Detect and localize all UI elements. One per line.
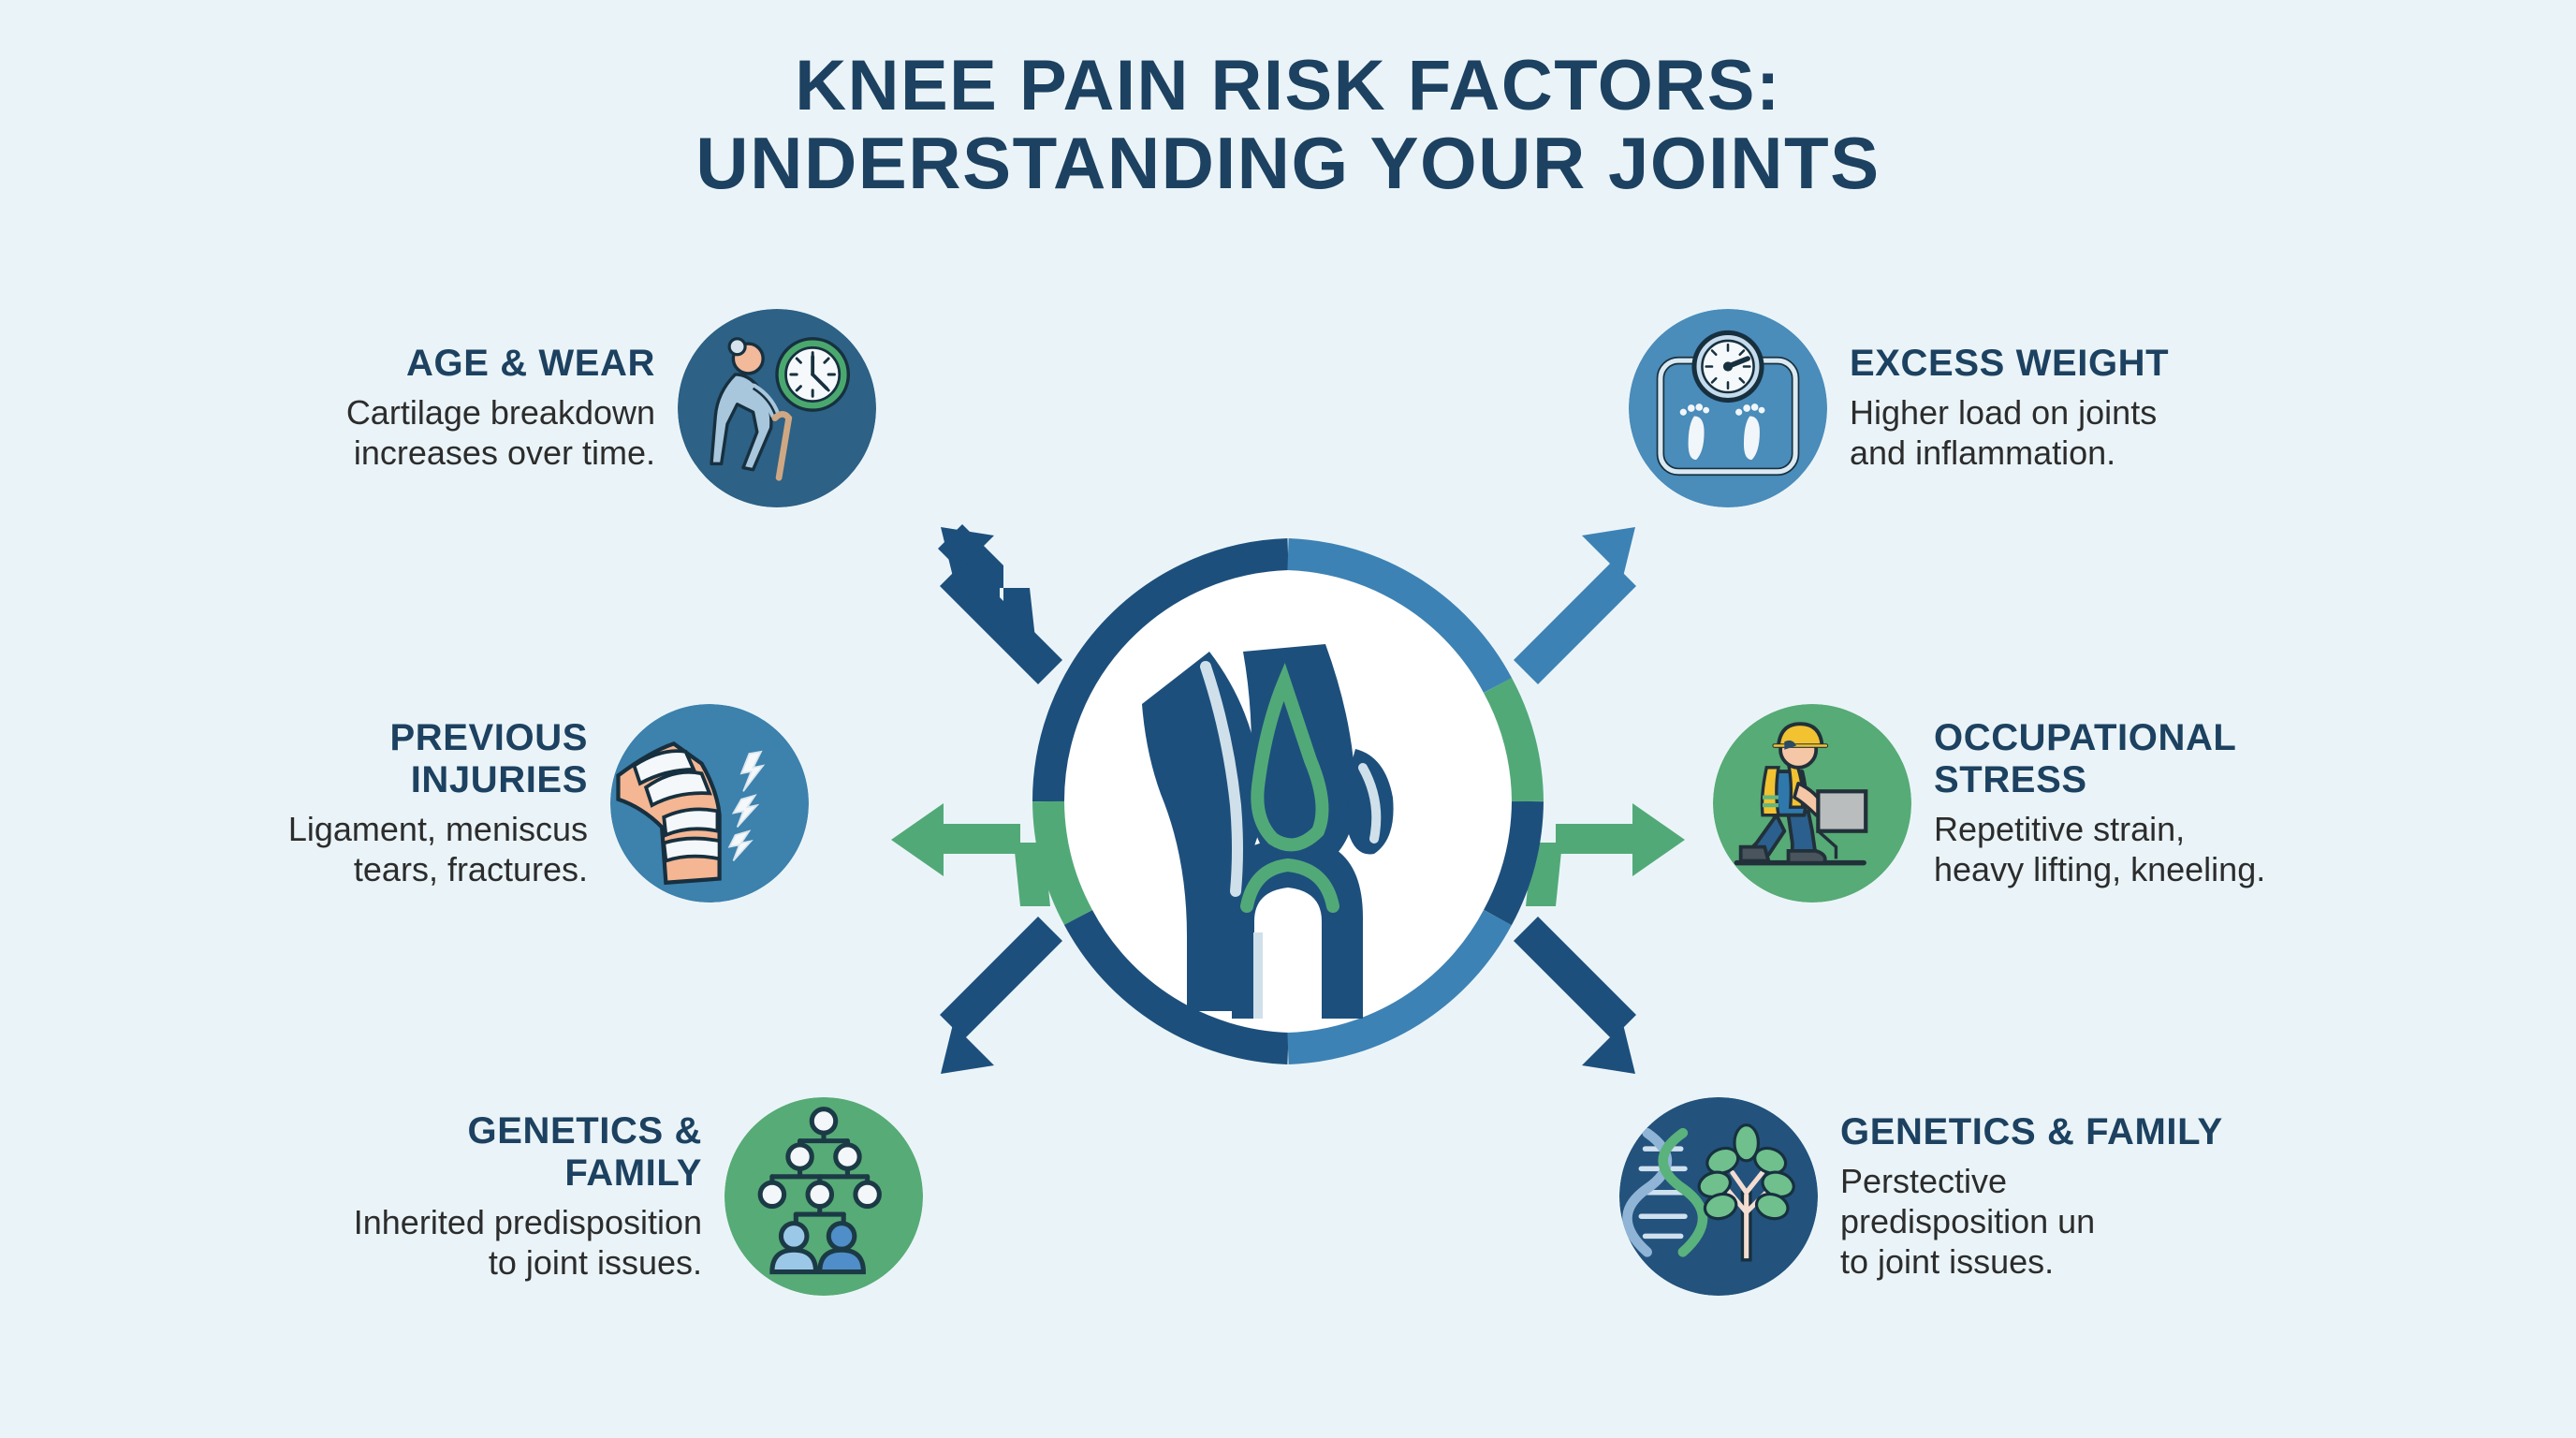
bone-highlight-patella [1358,763,1382,844]
hub-ring [1032,538,1544,1064]
tree-nodes [757,1107,882,1210]
factor-text-genetics-family-left: Genetics & Family Inherited predispositi… [262,1110,724,1283]
dna-strand-green [1658,1127,1708,1257]
bone-highlight-femur [1200,661,1243,897]
factor-text-genetics-family-right: Genetics & Family Perstective predisposi… [1818,1111,2280,1282]
factor-description: Inherited predisposition to joint issues… [353,1202,702,1282]
factor-text-age-wear: Age & Wear Cartilage breakdown increases… [215,343,678,473]
factor-description: Higher load on joints and inflammation. [1850,393,2158,473]
title-line-1: Knee Pain Risk Factors: [795,46,1781,125]
factor-heading: Genetics & Family [1840,1110,2223,1152]
factor-heading: Genetics & Family [467,1110,702,1194]
factor-occupational-stress[interactable]: Occupational Stress Repetitive strain, h… [1713,704,2374,902]
family-tree-icon [724,1097,923,1296]
factor-description: Repetitive strain, heavy lifting, kneeli… [1934,809,2266,888]
factor-heading: Previous Injuries [389,717,588,800]
factor-text-previous-injuries: Previous Injuries Ligament, meniscus tea… [148,717,610,889]
factor-heading: Age & Wear [406,343,655,385]
cartilage-femoral [1251,663,1329,852]
factor-previous-injuries[interactable]: Previous Injuries Ligament, meniscus tea… [148,704,809,902]
factor-genetics-family-left[interactable]: Genetics & Family Inherited predispositi… [262,1097,923,1296]
patella [1347,749,1394,855]
factor-description: Perstective predisposition un to joint i… [1840,1161,2096,1281]
tree-leaves [1697,1123,1795,1221]
factor-text-occupational-stress: Occupational Stress Repetitive strain, h… [1911,717,2374,889]
factor-genetics-family-right[interactable]: Genetics & Family Perstective predisposi… [1619,1097,2280,1296]
person-silhouettes [769,1221,866,1275]
knee-joint-hub [1007,521,1569,1082]
footprints [1679,404,1765,461]
factor-text-excess-weight: Excess Weight Higher load on joints and … [1827,343,2290,473]
factor-description: Ligament, meniscus tears, fractures. [287,809,588,888]
title-line-2: Understanding Your Joints [695,121,1881,204]
elderly-person-with-cane-and-clock-icon [678,309,876,507]
factor-age-wear[interactable]: Age & Wear Cartilage breakdown increases… [215,309,876,507]
cartilage-tibial [1240,858,1339,913]
page-title: Knee Pain Risk Factors: Understanding Yo… [0,46,2576,204]
bandaged-knee-icon [610,704,809,902]
dna-helix-and-tree-icon [1619,1097,1818,1296]
kneeling-worker-lifting-box-icon [1713,704,1911,902]
factor-heading: Occupational Stress [1934,717,2237,800]
bathroom-scale-icon [1629,309,1827,507]
factor-description: Cartilage breakdown increases over time. [345,393,655,473]
factor-heading: Excess Weight [1850,343,2170,385]
factor-excess-weight[interactable]: Excess Weight Higher load on joints and … [1629,309,2290,507]
